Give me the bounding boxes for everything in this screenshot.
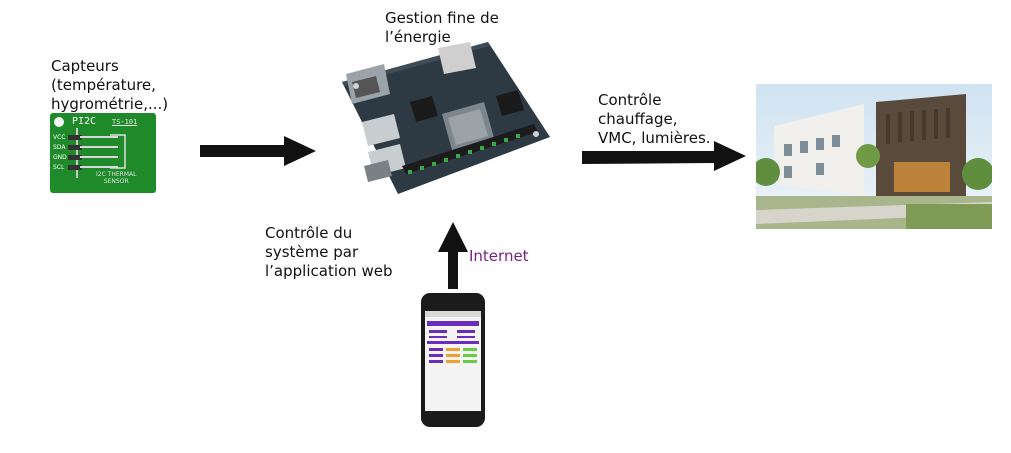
sensor-pin-vcc: VCC <box>53 134 66 141</box>
sensor-pin-gnd: GND <box>53 154 67 161</box>
energy-label: Gestion fine de l’énergie <box>385 9 499 46</box>
pcb-sensor-icon: PI2C TS-101 VCC SDA GND SCL I2C THERMAL … <box>50 113 156 193</box>
sensor-to-board-arrow <box>200 136 316 166</box>
internet-label: Internet <box>469 247 529 265</box>
phone-screen <box>425 311 481 411</box>
sensor-pin-sda: SDA <box>53 144 66 151</box>
sensor-caption: I2C THERMAL SENSOR <box>96 171 137 185</box>
web-control-label: Contrôle du système par l’application we… <box>265 224 393 280</box>
control-output-label: Contrôle chauffage, VMC, lumières. <box>598 91 711 147</box>
single-board-computer-icon <box>338 42 552 197</box>
phone-to-board-arrow <box>438 222 468 289</box>
sensors-label: Capteurs (température, hygrométrie,...) <box>51 57 169 113</box>
sensor-pin-scl: SCL <box>53 164 65 171</box>
building-photo-icon <box>756 84 992 229</box>
sensor-brand: PI2C <box>72 116 97 127</box>
smartphone-icon <box>421 293 485 427</box>
board-to-building-arrow <box>582 141 746 171</box>
sensor-model: TS-101 <box>112 118 138 126</box>
